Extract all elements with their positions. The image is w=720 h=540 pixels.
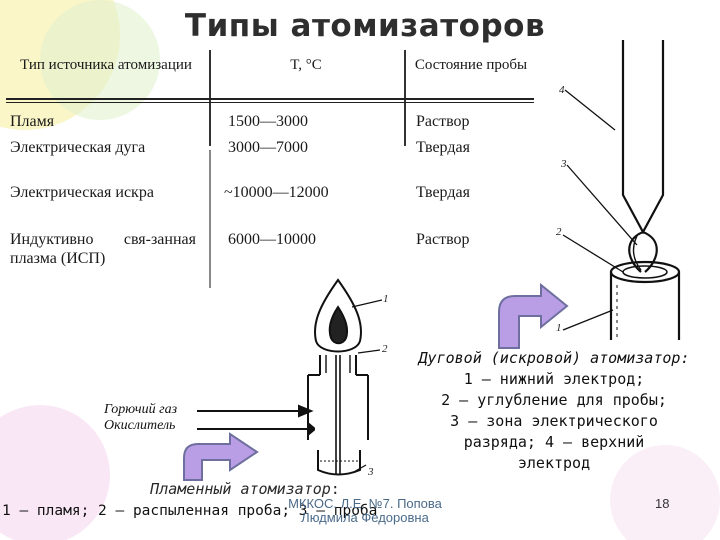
arc-atomizer-caption: Дуговой (искровой) атомизатор: 1 – нижни…: [398, 348, 710, 474]
flame-caption-line: 1 – пламя; 2 – распыленная проба; 3 – пр…: [2, 503, 378, 519]
row-type: Электрическая искра: [10, 184, 154, 201]
header-sample-state: Состояние пробы: [414, 57, 528, 73]
table-divider: [209, 150, 211, 288]
page-number: 18: [655, 496, 670, 511]
row-temp: ~10000—12000: [224, 184, 329, 201]
row-state: Раствор: [416, 113, 470, 130]
decor-bubble-pink: [0, 405, 110, 540]
arc-caption-title: Дуговой (искровой) атомизатор:: [418, 349, 690, 367]
arc-caption-line: 3 – зона электрического: [450, 412, 658, 430]
flame-label-number: 2: [382, 343, 388, 355]
slide-title: Типы атомизаторов: [184, 8, 546, 44]
row-temp: 6000—10000: [228, 231, 316, 248]
arc-caption-line: электрод: [517, 454, 591, 472]
table-rule: [6, 102, 534, 103]
row-state: Твердая: [416, 184, 470, 201]
flame-caption-title: Пламенный атомизатор:: [110, 479, 380, 500]
arc-atomizer-drawing: [562, 40, 681, 340]
arc-label-number: 1: [556, 322, 562, 334]
flame-caption-title-text: Пламенный атомизатор: [150, 480, 331, 498]
gas-arrows-icon: [197, 404, 315, 437]
row-type: Пламя: [10, 113, 55, 130]
flame-label-number: 3: [368, 466, 374, 478]
arc-label-number: 2: [556, 226, 562, 238]
decor-bubble-green: [40, 0, 160, 120]
footer-line: Людмила Федоровна: [301, 510, 429, 525]
fuel-gas-label: Горючий газ: [104, 402, 178, 417]
flame-atomizer-drawing: [307, 278, 383, 476]
atomizer-table: Тип источника атомизации T, °C Состояние…: [6, 50, 534, 288]
footer-line: МККОС. Л.Е. №7. Попова: [288, 496, 442, 511]
flame-caption-colon: :: [330, 480, 340, 498]
row-temp: 1500—3000: [228, 113, 308, 130]
footer-author: МККОС. Л.Е. №7. Попова Людмила Федоровна: [255, 497, 475, 525]
arc-label-number: 3: [561, 158, 567, 170]
header-source-type: Тип источника атомизации: [20, 57, 192, 73]
arc-caption-line: 1 – нижний электрод;: [463, 370, 645, 388]
row-type: Индуктивно свя-занная плазма (ИСП): [10, 231, 196, 267]
arrow-to-flame-icon: [183, 432, 259, 481]
arc-caption-line: 2 – углубление для пробы;: [441, 391, 667, 409]
arrow-to-arc-icon: [498, 282, 569, 349]
row-temp: 3000—7000: [228, 139, 308, 156]
oxidizer-label: Окислитель: [104, 418, 176, 433]
row-state: Раствор: [416, 231, 470, 248]
decor-bubble-pink-small: [610, 445, 720, 540]
flame-label-number: 1: [383, 293, 389, 305]
header-temperature: T, °C: [290, 57, 322, 73]
arc-label-number: 4: [559, 84, 565, 96]
row-state: Твердая: [416, 139, 470, 156]
row-type: Электрическая дуга: [10, 139, 146, 156]
table-rule: [6, 98, 534, 100]
arc-caption-line: разряда; 4 – верхний: [463, 433, 645, 451]
